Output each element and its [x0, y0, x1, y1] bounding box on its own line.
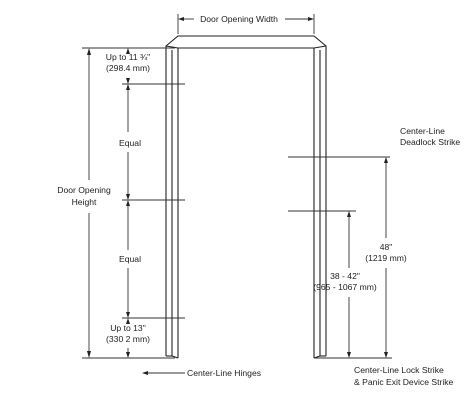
left-jamb-foot-2: [171, 355, 179, 359]
dim-38-42-arrow-top: [347, 211, 351, 217]
door-opening-height-label-2: Height: [72, 197, 97, 207]
hinges-callout: Center-Line Hinges: [142, 368, 261, 378]
up-to-top-label: Up to 11 ¾": [106, 52, 150, 62]
width-arrow-left: [178, 17, 184, 21]
door-frame: [165, 35, 327, 359]
equal-upper-label: Equal: [119, 138, 141, 148]
up-to-bottom-mm-label: (330 2 mm): [106, 334, 150, 344]
deadlock-label-1: Center-Line: [400, 126, 445, 136]
height-dimension: Door Opening Height: [57, 47, 175, 359]
dim-48-mm-label: (1219 mm): [365, 253, 407, 263]
dim-38-42-arrow-bottom: [347, 352, 351, 358]
equal-lower-label: Equal: [119, 254, 141, 264]
up-to-top-mm-label: (298.4 mm): [106, 63, 150, 73]
strike-dimensions: 48" (1219 mm) 38 - 42" (965 - 1067 mm): [288, 156, 407, 359]
height-arrow-bottom: [87, 351, 91, 358]
frame-inner-left: [177, 47, 315, 358]
width-dimension: Door Opening Width: [177, 14, 315, 34]
dim-48-label: 48": [380, 242, 393, 252]
hinge-spacing: Up to 11 ¾" (298.4 mm) Equal Equal Up to…: [106, 48, 185, 358]
dim-38-42-label: 38 - 42": [330, 271, 360, 281]
dim-48-arrow-top: [384, 157, 388, 163]
door-opening-height-label-1: Door Opening: [57, 185, 111, 195]
lock-strike-label-2: & Panic Exit Device Strike: [354, 377, 454, 387]
hinges-callout-arrow: [142, 371, 148, 375]
up-to-bottom-label: Up to 13": [110, 323, 146, 333]
left-miter: [165, 45, 179, 49]
deadlock-label-2: Deadlock Strike: [400, 137, 460, 147]
frame-outer-left: [165, 35, 327, 356]
dim-48-arrow-bottom: [384, 352, 388, 358]
dim-38-42-mm-label: (965 - 1067 mm): [313, 282, 377, 292]
center-line-hinges-label: Center-Line Hinges: [187, 368, 261, 378]
width-arrow-right: [308, 17, 314, 21]
lock-strike-label-1: Center-Line Lock Strike: [354, 365, 444, 375]
lock-strike-callout: Center-Line Lock Strike & Panic Exit Dev…: [354, 365, 454, 387]
right-miter: [313, 45, 327, 49]
deadlock-callout: Center-Line Deadlock Strike: [400, 126, 460, 147]
door-opening-width-label: Door Opening Width: [200, 14, 278, 24]
height-arrow-top: [87, 48, 91, 55]
